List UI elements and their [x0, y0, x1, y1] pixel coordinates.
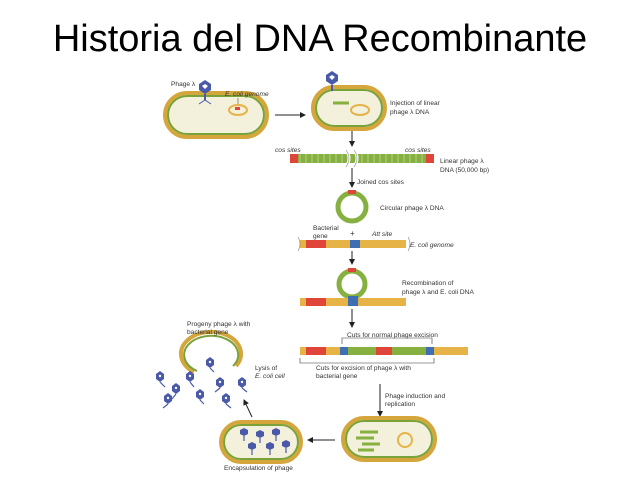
cell-replication [341, 416, 437, 462]
label-cuts-excision-1: Cuts for excision of phage λ with [316, 365, 411, 372]
label-induction-1: Phage induction and [385, 393, 445, 400]
label-cos-left: cos sites [275, 147, 301, 154]
label-plus: + [350, 229, 355, 238]
label-bacterial-gene-1: Bacterial [313, 225, 339, 232]
circular-phage-dna [335, 190, 369, 224]
released-phages [156, 357, 248, 409]
label-linear-2: DNA (50,000 bp) [440, 167, 489, 174]
label-recomb-2: phage λ and E. coli DNA [402, 289, 474, 296]
phage-icon [326, 71, 338, 91]
label-injection-2: phage λ DNA [390, 109, 430, 116]
bracket-normal-excision [341, 337, 433, 344]
label-cos-right: cos sites [405, 147, 431, 154]
label-cuts-excision-2: bacterial gene [316, 373, 358, 380]
label-joined-cos: Joined cos sites [357, 179, 405, 186]
slide-title: Historia del DNA Recombinante [52, 18, 588, 60]
label-circular: Circular phage λ DNA [380, 205, 444, 212]
label-lysis-1: Lysis of [255, 365, 277, 372]
cell-step2 [311, 85, 387, 131]
recombination-figure [300, 268, 406, 306]
label-induction-2: replication [385, 401, 415, 408]
label-ecoli-genome-mid: E. coli genome [410, 242, 454, 249]
ecoli-genome-bar [297, 236, 411, 252]
label-bacterial-gene-2: gene [313, 233, 328, 240]
label-ecoli-genome-top: E. coli genome [225, 91, 269, 98]
integrated-dna-bar [300, 347, 468, 355]
label-att-site: Att site [371, 231, 392, 238]
label-encapsulation: Encapsulation of phage [224, 465, 293, 472]
lysed-cell [179, 329, 243, 374]
label-cuts-normal: Cuts for normal phage excision [347, 332, 438, 339]
label-lysis-2: E. coli cell [255, 373, 285, 380]
linear-phage-dna [290, 149, 434, 168]
phage-icon [198, 80, 212, 105]
label-injection-1: Injection of linear [390, 100, 441, 107]
cell-encapsulation [219, 420, 303, 464]
label-phage-lambda: Phage λ [171, 81, 196, 88]
label-progeny-1: Progeny phage λ with [187, 321, 251, 328]
label-progeny-2: bacterial gene [187, 329, 229, 336]
label-recomb-1: Recombination of [402, 280, 453, 287]
cell-step1 [163, 91, 269, 139]
bracket-gene-excision [299, 358, 435, 364]
label-linear-1: Linear phage λ [440, 158, 484, 165]
arrow-up-1 [243, 399, 253, 418]
